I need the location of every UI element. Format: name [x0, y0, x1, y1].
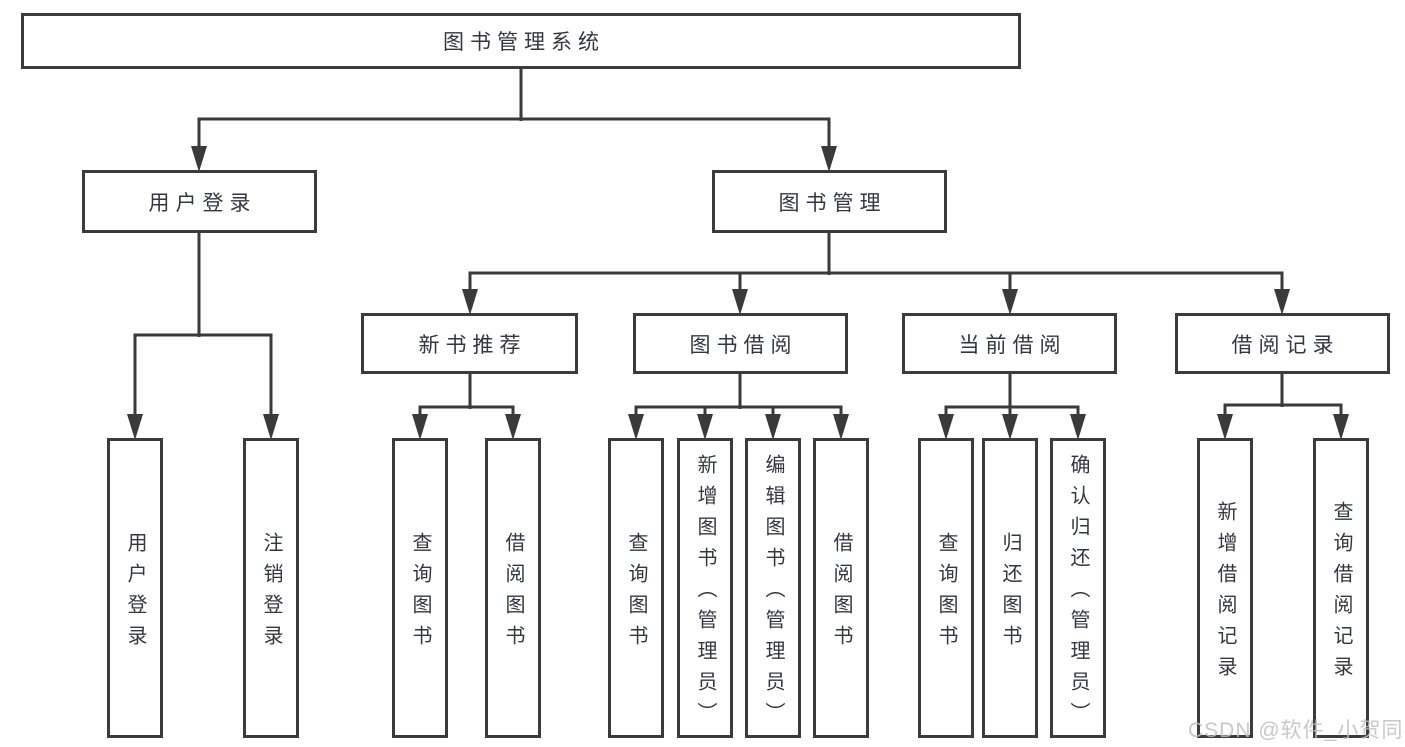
leaf-label: 借阅图书 [830, 531, 852, 656]
leaf-query-books: 查询图书 [392, 438, 448, 738]
arrowhead [1217, 414, 1233, 440]
node-label: 图书借阅 [689, 333, 798, 357]
watermark: CSDN @软件_小贺同学 [1188, 719, 1405, 742]
leaf-label: 编辑图书（管理员） [762, 454, 784, 733]
node-book-borrowing: 图书借阅 [633, 313, 848, 374]
leaf-label: 用户登录 [124, 531, 146, 656]
leaf-add-book-admin: 新增图书（管理员） [677, 438, 733, 738]
leaf-label: 新增图书（管理员） [694, 454, 716, 733]
node-borrowing-records: 借阅记录 [1175, 313, 1390, 374]
arrowhead [697, 414, 713, 440]
node-label: 图书管理 [778, 191, 887, 215]
node-library-management-system: 图书管理系统 [21, 13, 1021, 69]
node-new-book-recommendation: 新书推荐 [361, 313, 578, 374]
arrowhead [765, 414, 781, 440]
node-label: 图书管理系统 [443, 31, 605, 54]
leaf-logout: 注销登录 [243, 438, 299, 738]
leaf-label: 查询图书 [409, 531, 431, 656]
arrowhead [1333, 414, 1349, 440]
leaf-label: 查询借阅记录 [1330, 500, 1352, 687]
arrowhead [628, 414, 644, 440]
node-label: 用户登录 [148, 191, 257, 215]
arrowhead [505, 414, 521, 440]
arrowhead [191, 146, 207, 172]
leaf-return-books: 归还图书 [982, 438, 1038, 738]
node-label: 当前借阅 [958, 333, 1067, 357]
leaf-label: 归还图书 [999, 531, 1021, 656]
arrowhead [263, 414, 279, 440]
arrowhead [412, 414, 428, 440]
leaf-label: 借阅图书 [502, 531, 524, 656]
leaf-label: 注销登录 [260, 531, 282, 656]
node-user-login: 用户登录 [82, 170, 317, 233]
node-label: 借阅记录 [1231, 333, 1340, 357]
arrowhead [1274, 289, 1290, 315]
arrowhead [127, 414, 143, 440]
leaf-query-books: 查询图书 [608, 438, 664, 738]
node-label: 新书推荐 [418, 333, 527, 357]
leaf-query-books: 查询图书 [918, 438, 974, 738]
leaf-add-borrow-record: 新增借阅记录 [1197, 438, 1253, 738]
leaf-label: 查询图书 [625, 531, 647, 656]
leaf-edit-book-admin: 编辑图书（管理员） [745, 438, 801, 738]
arrowhead [821, 146, 837, 172]
node-book-management: 图书管理 [712, 170, 947, 233]
leaf-label: 确认归还（管理员） [1067, 454, 1089, 733]
leaf-label: 查询图书 [935, 531, 957, 656]
arrowhead [1002, 289, 1018, 315]
arrowhead [938, 414, 954, 440]
leaf-borrow-books: 借阅图书 [485, 438, 541, 738]
arrowhead [833, 414, 849, 440]
node-current-borrowing: 当前借阅 [902, 313, 1117, 374]
leaf-user-login: 用户登录 [107, 438, 163, 738]
leaf-borrow-books: 借阅图书 [813, 438, 869, 738]
arrowhead [1070, 414, 1086, 440]
arrowhead [462, 289, 478, 315]
arrowhead [1002, 414, 1018, 440]
leaf-query-borrow-record: 查询借阅记录 [1313, 438, 1369, 738]
leaf-confirm-return-admin: 确认归还（管理员） [1050, 438, 1106, 738]
arrowhead [732, 289, 748, 315]
leaf-label: 新增借阅记录 [1214, 500, 1236, 687]
